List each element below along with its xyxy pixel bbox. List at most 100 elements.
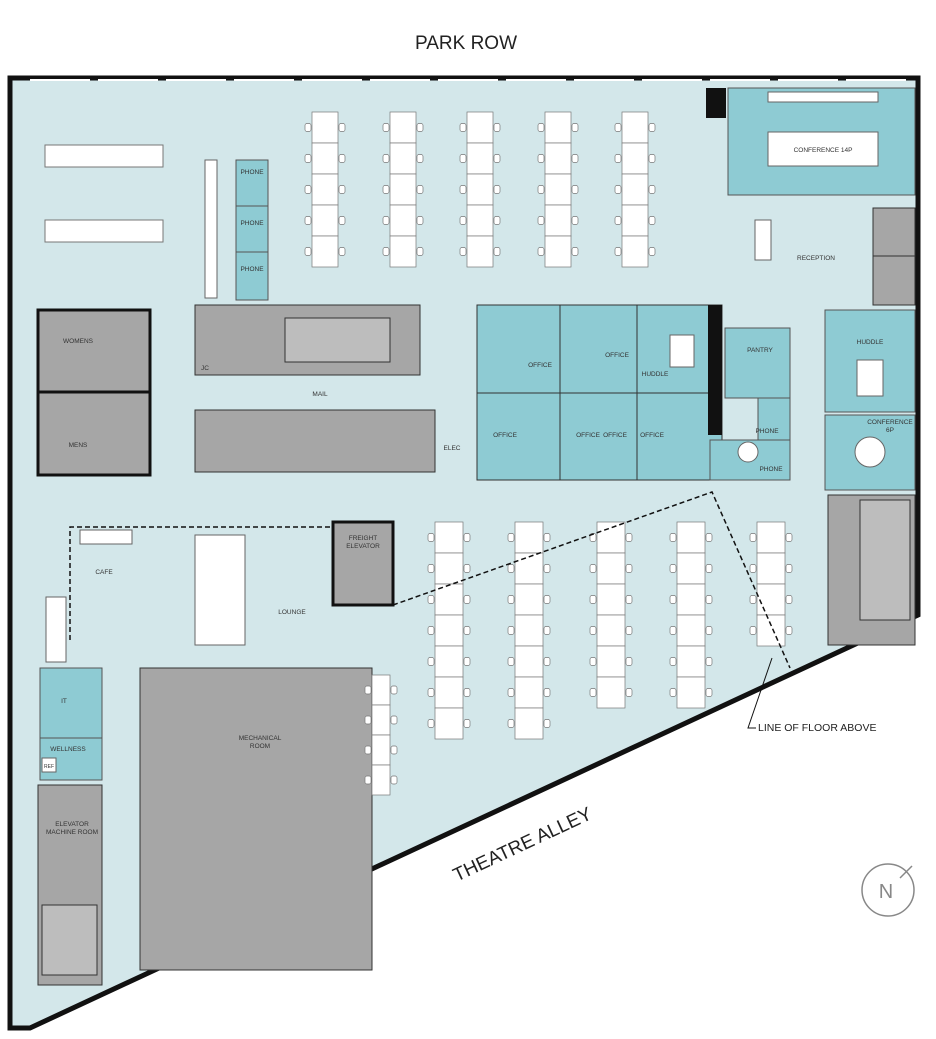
chair — [785, 595, 793, 604]
chair — [589, 657, 597, 666]
column-reception — [706, 88, 726, 118]
desk — [434, 676, 464, 709]
chair — [785, 564, 793, 573]
chair — [625, 533, 633, 542]
desk — [434, 707, 464, 740]
chair — [537, 123, 545, 132]
mail-label: MAIL — [312, 391, 328, 398]
desk — [466, 235, 494, 268]
desk — [621, 173, 649, 206]
phone-room-2 — [235, 205, 269, 253]
chair — [463, 595, 471, 604]
phone-1-label: PHONE — [240, 169, 264, 176]
desk — [514, 707, 544, 740]
chair — [416, 123, 424, 132]
desk — [514, 552, 544, 585]
chair — [537, 216, 545, 225]
elevator-machine-room-label-line1: ELEVATOR — [55, 821, 89, 828]
desk — [596, 583, 626, 616]
chair — [427, 719, 435, 728]
desk — [466, 111, 494, 144]
credenza — [767, 91, 879, 103]
chair — [507, 688, 515, 697]
chair — [705, 533, 713, 542]
chair — [785, 533, 793, 542]
chair — [589, 626, 597, 635]
chair — [749, 533, 757, 542]
desk — [756, 583, 786, 616]
chair — [749, 564, 757, 573]
chair — [625, 688, 633, 697]
chair — [543, 595, 551, 604]
chair — [427, 688, 435, 697]
chair — [463, 688, 471, 697]
desk — [621, 235, 649, 268]
chair — [416, 247, 424, 256]
chair — [338, 154, 346, 163]
chair — [427, 626, 435, 635]
chair — [390, 715, 398, 725]
phone-room-4 — [757, 397, 791, 441]
desk — [676, 583, 706, 616]
lounge-label: LOUNGE — [278, 609, 306, 616]
chair — [669, 688, 677, 697]
conference-6p-label-line1: CONFERENCE — [867, 419, 913, 426]
chair — [669, 564, 677, 573]
chair — [463, 564, 471, 573]
it-room — [39, 667, 103, 739]
desk — [596, 645, 626, 678]
chair — [705, 657, 713, 666]
desk — [371, 704, 391, 736]
desk — [756, 552, 786, 585]
line-of-floor-above — [69, 526, 333, 640]
chair — [493, 247, 501, 256]
huddle-2-label: HUDDLE — [857, 339, 884, 346]
desk — [389, 111, 417, 144]
elevator-machine-room-label-line2: MACHINE ROOM — [46, 829, 98, 836]
chair — [507, 595, 515, 604]
desk — [514, 614, 544, 647]
desk — [371, 734, 391, 766]
chair — [338, 185, 346, 194]
offices-block — [476, 304, 723, 481]
chair — [416, 154, 424, 163]
huddle-table — [669, 334, 695, 368]
desk — [596, 521, 626, 554]
desk — [466, 173, 494, 206]
chair — [416, 216, 424, 225]
chair — [571, 216, 579, 225]
desk — [676, 676, 706, 709]
chair — [382, 154, 390, 163]
desk — [311, 204, 339, 237]
annotation-leader — [747, 657, 773, 729]
huddle-2-table — [856, 359, 884, 397]
chair — [705, 688, 713, 697]
chair — [543, 719, 551, 728]
chair — [463, 626, 471, 635]
chair — [571, 154, 579, 163]
desk — [389, 142, 417, 175]
chair — [614, 247, 622, 256]
chair — [543, 626, 551, 635]
phone-3-label: PHONE — [240, 266, 264, 273]
chair — [390, 685, 398, 695]
office-5-label: OFFICE — [603, 432, 627, 439]
desk — [389, 173, 417, 206]
chair — [463, 533, 471, 542]
desk — [466, 204, 494, 237]
chair — [416, 185, 424, 194]
desk — [621, 142, 649, 175]
desk — [676, 552, 706, 585]
desk — [434, 552, 464, 585]
north-arrow-icon: N — [861, 863, 915, 917]
phone-2-label: PHONE — [240, 220, 264, 227]
workstations — [44, 111, 793, 796]
elevator-core — [194, 409, 436, 473]
office-3-label: OFFICE — [493, 432, 517, 439]
chair — [589, 688, 597, 697]
chair — [507, 657, 515, 666]
chair — [493, 216, 501, 225]
it-label: IT — [61, 698, 67, 705]
chair — [364, 775, 372, 785]
chair — [382, 185, 390, 194]
